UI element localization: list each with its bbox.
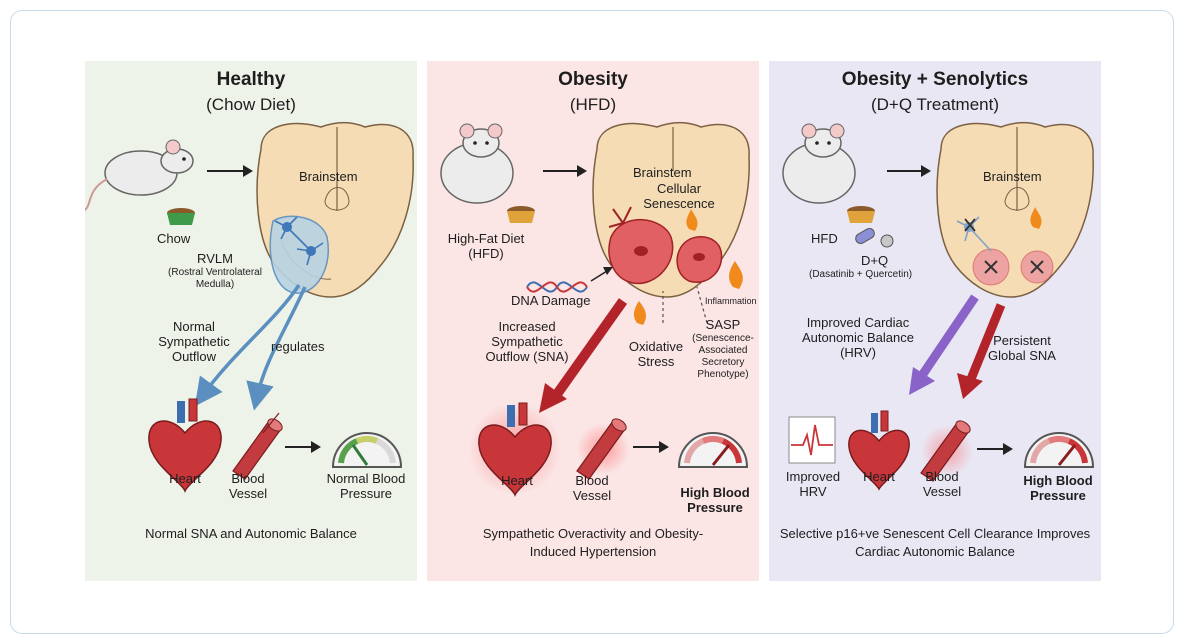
food-bowl-icon [167,208,195,225]
panel-caption: Normal SNA and Autonomic Balance [145,526,357,541]
brainstem-label: Brainstem [633,165,692,180]
diet-label: High-Fat Diet (HFD) [447,231,525,261]
panel-title: Healthy [216,69,286,90]
food-bowl-icon [847,206,875,223]
heart-label: Heart [501,473,533,488]
vessel-label: Blood Vessel [228,471,268,501]
vessel-label: Blood Vessel [922,469,962,499]
drug-label: D+Q [861,253,889,268]
bp-label: High Blood Pressure [680,485,750,515]
outflow-label: Increased Sympathetic Outflow (SNA) [485,319,569,364]
ecg-icon [788,416,836,464]
panel-caption: Selective p16+ve Senescent Cell Clearanc… [779,526,1091,559]
obesity-illustration [440,121,750,498]
panel-title: Obesity + Senolytics [841,69,1029,90]
outflow-label: Normal Sympathetic Outflow [158,319,230,364]
healthy-illustration [85,121,414,494]
dna-icon [526,281,588,293]
rvlm-full-label: (Rostral Ventrolateral Medulla) [168,267,262,290]
blood-vessel-icon [576,418,627,480]
heart-label: Heart [169,471,201,486]
brainstem-label: Brainstem [983,169,1042,184]
panel-obesity: Obesity (HFD) High-Fat Diet (HFD) Brains… [427,61,759,581]
panel-caption: Sympathetic Overactivity and Obesity-Ind… [482,526,704,559]
flame-icon [633,209,743,325]
panel-subtitle: (D+Q Treatment) [870,95,999,114]
diet-label: HFD [811,231,838,246]
mouse-icon [782,123,856,204]
food-bowl-icon [507,206,535,223]
heart-icon [148,398,222,494]
mouse-icon [440,123,514,204]
heart-label: Heart [863,469,895,484]
pill-icon [855,228,894,248]
sasp-label: SASP [705,317,741,332]
persistent-label: Persistent Global SNA [988,333,1056,363]
oxidative-label: Oxidative Stress [628,339,684,369]
blood-vessel-icon [920,420,971,482]
improved-label: Improved Cardiac Autonomic Balance (HRV) [801,315,914,360]
heart-icon [478,402,552,498]
blood-vessel-icon [232,412,283,480]
gauge-icon [677,432,749,468]
panel-senolytics: Obesity + Senolytics (D+Q Treatment) HFD… [769,61,1101,581]
brainstem-label: Brainstem [299,169,358,184]
regulates-label: regulates [271,339,325,354]
sasp-full-label: (Senescence-Associated Secretory Phenoty… [692,333,754,380]
senolytics-illustration [782,121,1095,491]
inflammation-label: Inflammation [705,296,757,306]
drug-full-label: (Dasatinib + Quercetin) [809,269,913,280]
bp-label: High Blood Pressure [1023,473,1093,503]
brainstem-icon [936,121,1094,298]
panel-title: Obesity [558,69,628,90]
gauge-icon [1023,432,1095,468]
panel-healthy: Healthy (Chow Diet) Chow Brainstem RVLM … [85,61,417,581]
brainstem-icon [592,121,750,298]
hrv-label: Improved HRV [785,469,841,499]
panel-subtitle: (HFD) [569,95,617,114]
heart-icon [848,410,910,491]
senescence-label: Cellular Senescence [643,181,715,211]
dna-label: DNA Damage [511,293,591,308]
brainstem-icon [256,121,414,298]
diet-label: Chow [157,231,191,246]
vessel-label: Blood Vessel [572,473,612,503]
figure-frame: Healthy (Chow Diet) Chow Brainstem RVLM … [10,10,1174,634]
mouse-icon [85,139,194,211]
bp-label: Normal Blood Pressure [326,471,406,501]
gauge-icon [331,432,403,468]
panel-subtitle: (Chow Diet) [206,95,296,114]
rvlm-label: RVLM [197,251,233,266]
